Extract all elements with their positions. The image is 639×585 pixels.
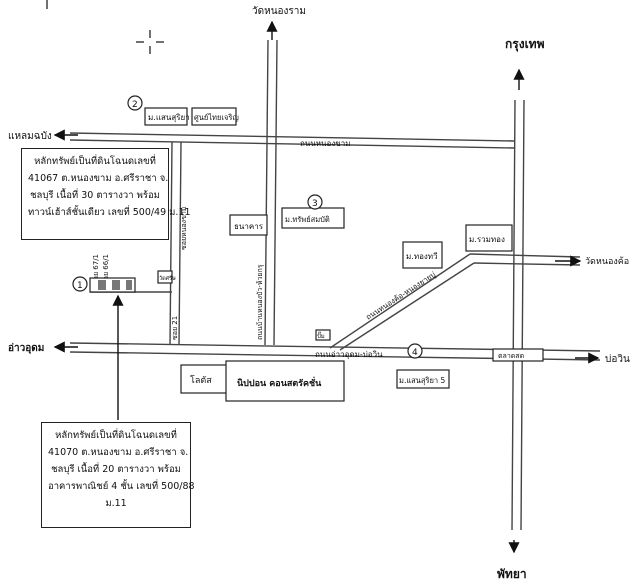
svg-text:ม.ทรัพย์สมบัติ: ม.ทรัพย์สมบัติ	[285, 215, 330, 224]
direction-arrows	[53, 20, 600, 554]
svg-text:นิปปอน คอนสตรัคชั่น: นิปปอน คอนสตรัคชั่น	[237, 376, 322, 389]
svg-text:วัดศรีษ: วัดศรีษ	[159, 275, 176, 282]
place-pump: ปั๊ม	[315, 329, 331, 341]
svg-text:ศูนย์ไทยเจริญ: ศูนย์ไทยเจริญ	[194, 113, 239, 122]
svg-text:ม.รวมทอง: ม.รวมทอง	[469, 235, 505, 244]
place-bank: ธนาคาร	[229, 214, 268, 236]
place-wat: วัดศรีษ	[157, 270, 176, 284]
soi-label-a: ซอย 67/1	[92, 254, 100, 285]
road-name-vertical-left: ซอยหนองขาม	[180, 207, 188, 250]
property-note-bottom: หลักทรัพย์เป็นที่ดินโฉนดเลขที่ 41070 ต.ห…	[41, 422, 195, 528]
note-bottom-line-3: ชลบุรี เนื้อที่ 20 ตารางวา พร้อม	[51, 464, 181, 475]
note-bottom-line-4: อาคารพาณิชย์ 4 ชั้น เลขที่ 500/88	[48, 481, 195, 492]
svg-text:ม.ทองทวี: ม.ทองทวี	[406, 252, 438, 261]
svg-text:ตลาดสด: ตลาดสด	[498, 352, 524, 360]
vertical-road-left	[169, 141, 173, 346]
road-network	[69, 39, 601, 531]
vertical-road-right	[511, 99, 516, 531]
marker-1: 1	[72, 276, 88, 292]
svg-text:ปั๊ม: ปั๊ม	[317, 331, 325, 340]
label-bangkok: กรุงเทพ	[505, 37, 545, 52]
note-bottom-line-5: ม.11	[105, 498, 127, 509]
svg-text:4: 4	[412, 348, 418, 358]
place-mor-lower: ม.แสนสุริยา 5	[396, 369, 450, 389]
property-note-top: หลักทรัพย์เป็นที่ดินโฉนดเลขที่ 41067 ต.ห…	[21, 148, 191, 240]
note-bottom-line-1: หลักทรัพย์เป็นที่ดินโฉนดเลขที่	[55, 430, 177, 441]
road-name-vertical-mid: ถนนบ้านหนองบัว-ห้วยกรุ	[256, 264, 264, 340]
note-top-line-4: ทาวน์เฮ้าส์ชั้นเดียว เลขที่ 500/49 ม.11	[28, 207, 191, 218]
svg-text:ธนาคาร: ธนาคาร	[234, 222, 264, 231]
label-ao-udom: อ่าวอุดม	[8, 342, 44, 354]
property-townhouse-block	[89, 277, 136, 293]
marker-2: 2	[127, 95, 143, 111]
marker-3: 3	[307, 194, 323, 210]
soi-label-b: ซอย 66/1	[102, 254, 110, 285]
place-nipon: นิปปอน คอนสตรัคชั่น	[225, 360, 345, 402]
label-pattaya: พัทยา	[497, 567, 527, 581]
road-name-top: ถนนหนองขาม	[300, 139, 350, 148]
road-name-diagonal: ถนนหนองค้อ-หนองยายบู่	[364, 270, 437, 322]
place-central-mart: ศูนย์ไทยเจริญ	[191, 107, 239, 126]
place-mor-gold: ม.ทองทวี	[402, 241, 443, 269]
place-mor-ruby: ม.รวมทอง	[465, 224, 513, 252]
note-top-line-1: หลักทรัพย์เป็นที่ดินโฉนดเลขที่	[34, 156, 156, 167]
label-north-top: วัดหนองราม	[252, 6, 306, 17]
label-bowin: บ่อวิน	[605, 354, 630, 365]
note-bottom-line-2: 41070 ต.หนองขาม อ.ศรีราชา จ.	[48, 447, 189, 458]
svg-text:โลตัส: โลตัส	[190, 375, 212, 386]
compass-crosshair-icon	[46, 0, 164, 54]
note-top-line-3: ชลบุรี เนื้อที่ 30 ตารางวา พร้อม	[30, 190, 160, 201]
diagonal-road	[329, 253, 471, 349]
svg-text:ม.แสนสุริยา 6: ม.แสนสุริยา 6	[148, 113, 197, 122]
vertical-road-north	[264, 39, 269, 346]
place-market: ตลาดสด	[492, 348, 544, 362]
place-mor-right: ม.ทรัพย์สมบัติ	[281, 207, 345, 229]
svg-text:ม.แสนสุริยา 5: ม.แสนสุริยา 5	[399, 376, 445, 385]
road-name-lower: ถนนอ่าวอุดม-บ่อวิน	[315, 350, 383, 359]
label-wat-nong-kho: วัดหนองค้อ	[585, 256, 629, 267]
soi-label-21: ซอย 21	[171, 316, 179, 340]
label-laem-chabang: แหลมฉบัง	[8, 131, 52, 142]
svg-text:2: 2	[132, 100, 138, 110]
top-road	[69, 132, 516, 142]
place-mor-top: ม.แสนสุริยา 6	[144, 107, 197, 126]
svg-text:1: 1	[77, 281, 83, 291]
marker-4: 4	[407, 343, 423, 359]
svg-text:3: 3	[312, 199, 318, 209]
place-tesco: โลตัส	[180, 364, 230, 394]
note-top-line-2: 41067 ต.หนองขาม อ.ศรีราชา จ.	[28, 173, 169, 184]
